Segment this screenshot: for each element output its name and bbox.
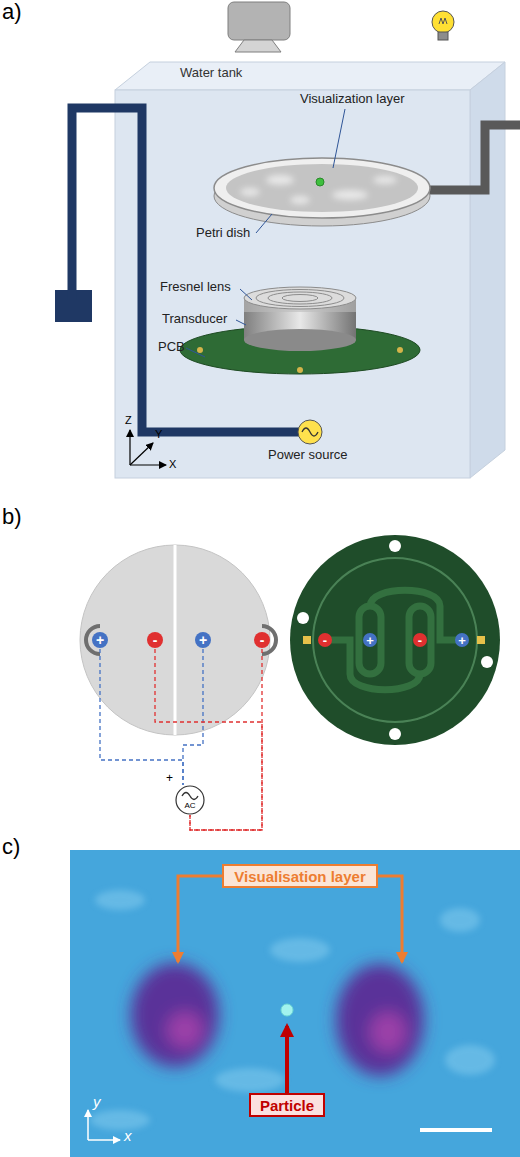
panel-label: b) (2, 505, 22, 529)
part-name: Visualization layer (300, 92, 405, 106)
split-piezo-disc (80, 545, 276, 735)
negative-electrode: - (317, 632, 333, 648)
polarity-sign: + (166, 772, 173, 785)
axis-label: Z (125, 414, 132, 426)
negative-electrode: - (253, 631, 271, 649)
wire (183, 649, 203, 785)
polarity-sign: - (153, 633, 158, 647)
part-name: Petri dish (196, 226, 250, 240)
wire (190, 649, 262, 830)
water-tank (115, 62, 505, 478)
axis-label: X (169, 458, 176, 470)
polarity-sign: + (199, 633, 207, 647)
panel-label: c) (2, 835, 20, 859)
pcb-board (290, 535, 500, 745)
wire (155, 649, 262, 830)
negative-electrode: - (146, 631, 164, 649)
part-name: Water tank (180, 66, 242, 80)
polarity-sign: - (323, 634, 327, 647)
callout-box: Particle (249, 1093, 325, 1117)
axis-label: y (93, 1094, 101, 1111)
polarity-sign: - (260, 633, 265, 647)
positive-electrode: + (91, 631, 109, 649)
callout-box: Visualisation layer (222, 864, 378, 888)
axis-label: x (124, 1128, 132, 1145)
panel-label: a) (2, 0, 22, 24)
polarity-sign: + (366, 634, 374, 647)
petri-dish (214, 158, 430, 226)
part-name: PCB (158, 340, 185, 354)
callout-text: Particle (260, 1098, 314, 1113)
power-source-symbol (298, 420, 322, 444)
ac-source: AC (175, 785, 205, 815)
callout-text: Visualisation layer (234, 869, 365, 884)
polarity-sign: + (96, 633, 104, 647)
polarity-sign: + (458, 634, 466, 647)
part-name: Fresnel lens (160, 280, 231, 294)
source-outline (175, 785, 205, 815)
wire (100, 649, 183, 785)
transducer (244, 287, 356, 351)
source-label: AC (184, 802, 195, 810)
tubing (55, 108, 520, 432)
positive-electrode: + (194, 631, 212, 649)
part-name: Power source (268, 448, 347, 462)
light-bulb (432, 11, 454, 40)
camera (228, 2, 290, 52)
microscope-image (70, 850, 520, 1157)
axis-label: Y (155, 428, 162, 440)
positive-electrode: + (454, 632, 470, 648)
positive-electrode: + (362, 632, 378, 648)
negative-electrode: - (412, 632, 428, 648)
polarity-sign: - (418, 634, 422, 647)
pcb (180, 326, 420, 374)
part-name: Transducer (162, 312, 227, 326)
